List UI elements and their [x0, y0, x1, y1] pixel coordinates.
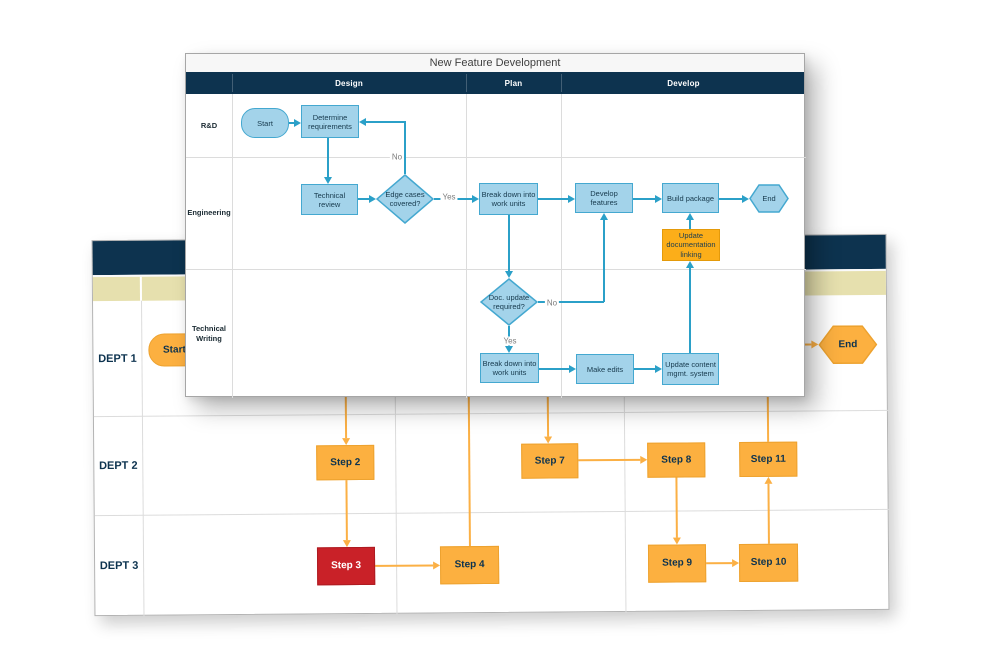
node-update-content-mgmt-system[interactable]: Update content mgmt. system	[662, 353, 719, 385]
arrowhead	[324, 177, 332, 184]
arrowhead	[686, 213, 694, 220]
node-end[interactable]: End	[749, 184, 789, 213]
connector-segment	[538, 198, 568, 200]
arrowhead	[294, 119, 301, 127]
arrowhead	[672, 537, 681, 545]
decision-label-no: No	[389, 152, 405, 162]
connector-segment	[508, 215, 510, 271]
connector-segment	[603, 220, 605, 302]
node-build-package[interactable]: Build package	[662, 183, 719, 213]
arrowhead	[569, 365, 576, 373]
arrowhead	[640, 455, 648, 464]
connector-segment	[578, 458, 641, 462]
node-label: End	[762, 194, 776, 203]
connector-segment	[634, 368, 655, 370]
connector-segment	[719, 198, 742, 200]
divider	[466, 74, 467, 92]
arrowhead	[433, 561, 441, 570]
decision-label-yes: Yes	[501, 336, 519, 346]
hexagon-shape	[818, 325, 878, 365]
arrowhead	[342, 438, 351, 446]
arrowhead	[811, 340, 819, 349]
node-label: Doc. update required?	[488, 293, 530, 311]
lane-label-engineering: Engineering	[187, 208, 231, 218]
arrowhead	[505, 346, 513, 353]
arrowhead	[655, 195, 662, 203]
node-break-down-work-units-eng[interactable]: Break down into work units	[479, 183, 538, 215]
connector-segment	[375, 564, 434, 567]
connector-segment	[538, 301, 604, 303]
connector-segment	[508, 326, 510, 346]
arrowhead	[369, 195, 376, 203]
column-header-develop: Develop	[667, 78, 700, 88]
grid-line	[232, 94, 233, 398]
node-step-8[interactable]: Step 8	[647, 442, 706, 478]
node-edge-cases-covered[interactable]: Edge cases covered?	[376, 174, 434, 224]
feature-flowchart-panel: New Feature Development Design Plan Deve…	[185, 53, 806, 398]
feature-connectors: No Yes No	[186, 54, 804, 396]
arrowhead	[655, 365, 662, 373]
arrowhead	[686, 261, 694, 268]
lane-label-technical-writing: Technical Writing	[191, 324, 227, 343]
grid-line	[186, 269, 806, 270]
column-header-design: Design	[335, 78, 363, 88]
arrowhead	[764, 476, 773, 484]
diamond-shape	[376, 174, 434, 224]
decision-label-no: No	[544, 298, 560, 308]
column-header-plan: Plan	[504, 78, 523, 88]
arrowhead	[544, 436, 553, 444]
hexagon-shape	[749, 184, 789, 213]
connector-segment	[289, 122, 294, 124]
node-technical-review[interactable]: Technical review	[301, 184, 358, 215]
node-develop-features[interactable]: Develop features	[575, 183, 633, 213]
arrowhead	[472, 195, 479, 203]
connector-segment	[767, 483, 770, 544]
node-update-documentation-linking[interactable]: Update documentation linking	[662, 229, 720, 261]
connector-segment	[675, 477, 678, 538]
node-end[interactable]: End	[818, 325, 878, 365]
arrowhead	[505, 271, 513, 278]
diamond-shape	[480, 278, 538, 326]
connector-segment	[689, 220, 691, 229]
node-step-10[interactable]: Step 10	[738, 543, 799, 583]
arrowhead	[359, 118, 366, 126]
node-step-3[interactable]: Step 3	[316, 546, 376, 586]
node-label: Edge cases covered?	[385, 190, 425, 208]
grid-line	[561, 94, 562, 398]
connector-segment	[689, 268, 691, 353]
node-step-2[interactable]: Step 2	[316, 444, 375, 481]
connector-segment	[633, 198, 655, 200]
arrowhead	[600, 213, 608, 220]
connector-segment	[327, 138, 329, 177]
node-label: End	[838, 338, 858, 350]
divider	[561, 74, 562, 92]
dept-flowchart-panel: DEPT 1 DEPT 2 DEPT 3	[91, 233, 890, 617]
node-step-4[interactable]: Step 4	[439, 545, 500, 585]
connector-segment	[345, 480, 348, 541]
lane-label-rnd: R&D	[200, 120, 218, 130]
node-doc-update-required[interactable]: Doc. update required?	[480, 278, 538, 326]
column-header-band	[186, 72, 804, 94]
connector-segment	[706, 562, 733, 565]
arrowhead	[568, 195, 575, 203]
node-step-7[interactable]: Step 7	[521, 443, 579, 479]
connector-segment	[366, 121, 405, 123]
node-determine-requirements[interactable]: Determine requirements	[301, 105, 359, 138]
divider	[232, 74, 233, 92]
decision-label-yes: Yes	[440, 192, 458, 202]
node-make-edits[interactable]: Make edits	[576, 354, 634, 384]
diagram-title: New Feature Development	[186, 54, 804, 72]
arrowhead	[342, 540, 351, 548]
grid-line	[466, 94, 467, 398]
arrowhead	[732, 559, 740, 568]
node-step-9[interactable]: Step 9	[647, 544, 707, 583]
node-start[interactable]: Start	[241, 108, 289, 138]
connector-segment	[358, 198, 369, 200]
node-step-11[interactable]: Step 11	[739, 441, 798, 478]
node-break-down-work-units-tw[interactable]: Break down into work units	[480, 353, 539, 383]
arrowhead	[742, 195, 749, 203]
connector-segment	[539, 368, 569, 370]
connector-segment	[404, 121, 406, 174]
grid-line	[186, 157, 806, 158]
